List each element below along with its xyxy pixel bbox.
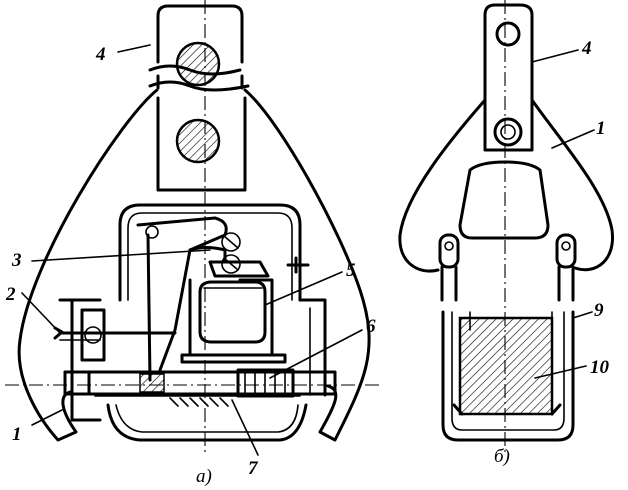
label-b-4: 4 (581, 38, 592, 59)
view-b: 4 1 9 10 б) (398, 0, 614, 467)
view-b-hangers (438, 233, 577, 302)
view-a: 4 3 2 1 5 6 7 а) (5, 0, 380, 487)
view-b-link (483, 3, 534, 152)
view-b-body (398, 98, 614, 273)
adjusting-screw (53, 256, 310, 362)
caption-a: а) (196, 466, 212, 487)
label-b-1: 1 (596, 118, 606, 139)
shaft-and-spring (63, 368, 337, 407)
caption-b: б) (494, 446, 510, 467)
view-b-basket (441, 310, 575, 442)
label-a-7: 7 (248, 458, 259, 479)
label-a-3: 3 (11, 250, 22, 271)
electromagnet (180, 260, 287, 364)
label-b-10: 10 (590, 357, 610, 378)
inner-housing (58, 203, 327, 442)
suspension-link (148, 4, 250, 192)
label-a-6: 6 (366, 316, 376, 337)
lever-mechanism (136, 216, 241, 382)
label-a-5: 5 (346, 260, 356, 281)
label-a-1: 1 (12, 424, 22, 445)
label-a-4: 4 (95, 44, 106, 65)
grab-body-outer (17, 88, 371, 442)
label-a-2: 2 (5, 284, 16, 305)
label-b-9: 9 (594, 300, 604, 321)
